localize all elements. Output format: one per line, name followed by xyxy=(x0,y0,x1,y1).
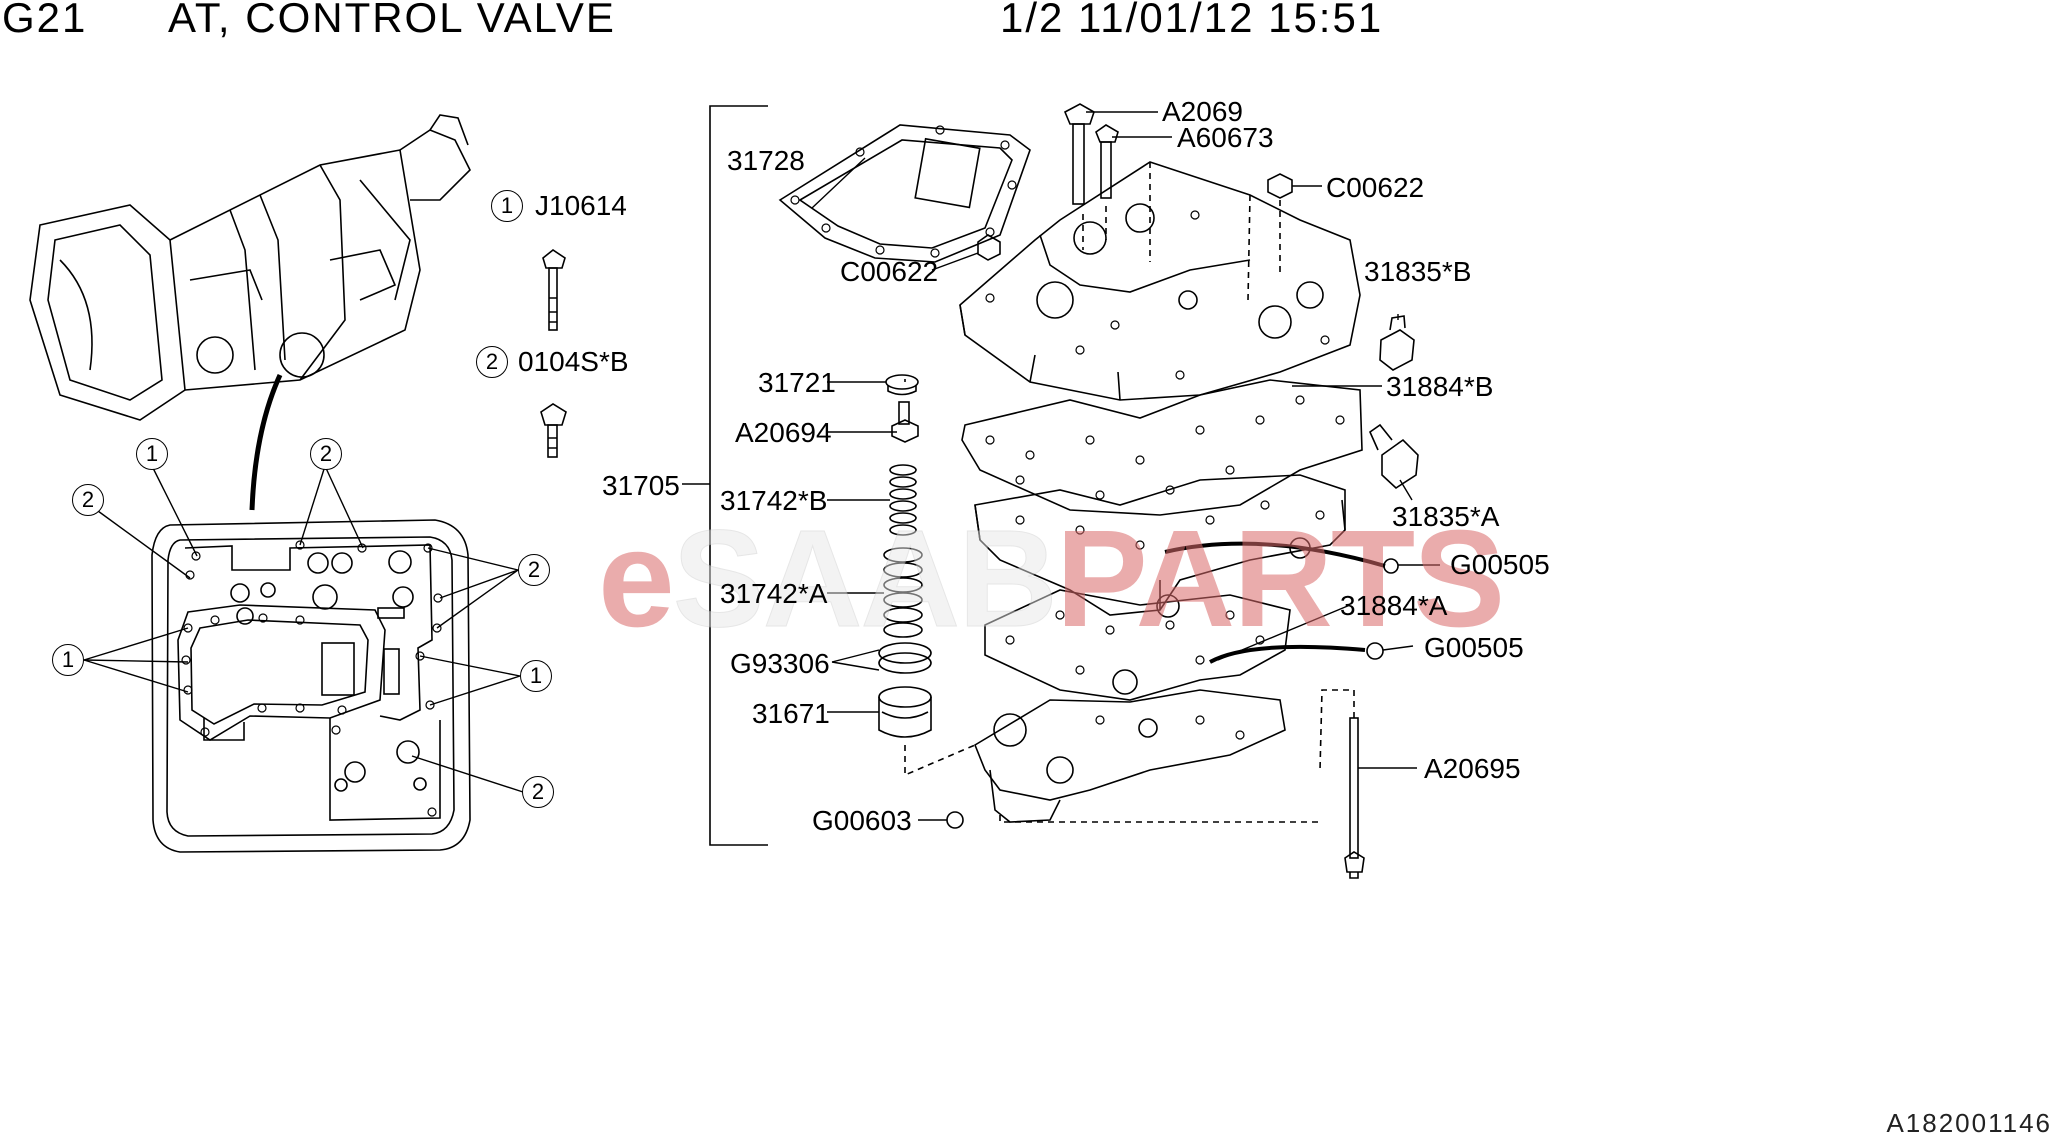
legend-bolt-2 xyxy=(540,403,567,458)
legend-part-1[interactable]: J10614 xyxy=(535,190,627,221)
callout-31884a[interactable]: 31884*A xyxy=(1340,590,1448,621)
separator-plate-b xyxy=(961,379,1363,516)
callout-31705[interactable]: 31705 xyxy=(602,470,680,501)
separator-plate-a xyxy=(984,589,1291,701)
marker-1-right: 1 xyxy=(520,660,552,692)
legend-marker-1: 1 xyxy=(491,190,523,222)
page-title: AT, CONTROL VALVE xyxy=(168,0,616,41)
oil-line-upper xyxy=(1164,541,1386,568)
callout-g00505-lower[interactable]: G00505 xyxy=(1424,632,1524,663)
transmission-illustration xyxy=(29,114,471,421)
valve-body-bottom-view xyxy=(151,519,471,853)
callout-g00505-upper[interactable]: G00505 xyxy=(1450,549,1550,580)
callout-g93306[interactable]: G93306 xyxy=(730,648,830,679)
callout-31835b[interactable]: 31835*B xyxy=(1364,256,1472,287)
reference-code: A182001146 xyxy=(1886,1108,2052,1138)
callout-a20695[interactable]: A20695 xyxy=(1424,753,1521,784)
callout-leaders xyxy=(811,111,1440,821)
marker-1-left: 1 xyxy=(52,644,84,676)
legend-bolt-1 xyxy=(542,249,566,331)
marker-2-bottom: 2 xyxy=(522,776,554,808)
watermark: eSAABPARTS xyxy=(598,502,1505,657)
callout-31728[interactable]: 31728 xyxy=(727,145,805,176)
callout-a2069[interactable]: A2069 xyxy=(1162,96,1243,127)
callout-31742b[interactable]: 31742*B xyxy=(720,485,828,516)
upper-valve-body xyxy=(959,161,1361,401)
callout-c00622-upper[interactable]: C00622 xyxy=(1326,172,1425,203)
group-bracket xyxy=(709,105,768,846)
callout-31884b[interactable]: 31884*B xyxy=(1386,371,1494,402)
lower-valve-body xyxy=(974,689,1286,823)
marker-leaders xyxy=(83,465,524,793)
legend-part-2[interactable]: 0104S*B xyxy=(518,346,629,377)
marker-2-right: 2 xyxy=(518,554,550,586)
marker-2-top: 2 xyxy=(310,438,342,470)
nuts xyxy=(977,173,1293,275)
callout-g00603[interactable]: G00603 xyxy=(812,805,912,836)
callout-31742a[interactable]: 31742*A xyxy=(720,578,828,609)
page-timestamp: 1/2 11/01/12 15:51 xyxy=(1000,0,1384,41)
marker-1-top: 1 xyxy=(136,438,168,470)
callout-a20694[interactable]: A20694 xyxy=(735,417,832,448)
center-stack xyxy=(878,374,976,777)
spring-b xyxy=(889,464,917,536)
lower-bolt xyxy=(1319,689,1365,879)
legend-marker-2: 2 xyxy=(476,346,508,378)
callout-31835a[interactable]: 31835*A xyxy=(1392,501,1500,532)
upper-bolts xyxy=(1063,103,1119,250)
main-valve-body xyxy=(974,474,1346,618)
gasket-illustration xyxy=(778,124,1031,263)
callout-a60673[interactable]: A60673 xyxy=(1177,122,1274,153)
oil-line-lower xyxy=(1209,644,1366,664)
callout-31721[interactable]: 31721 xyxy=(758,367,836,398)
page-code: G21 xyxy=(2,0,88,41)
spring-a xyxy=(883,547,923,638)
pointer-curve xyxy=(249,373,283,511)
callout-c00622-left[interactable]: C00622 xyxy=(840,256,939,287)
callout-31671[interactable]: 31671 xyxy=(752,698,830,729)
solenoids xyxy=(1369,315,1419,490)
marker-2-left: 2 xyxy=(72,484,104,516)
